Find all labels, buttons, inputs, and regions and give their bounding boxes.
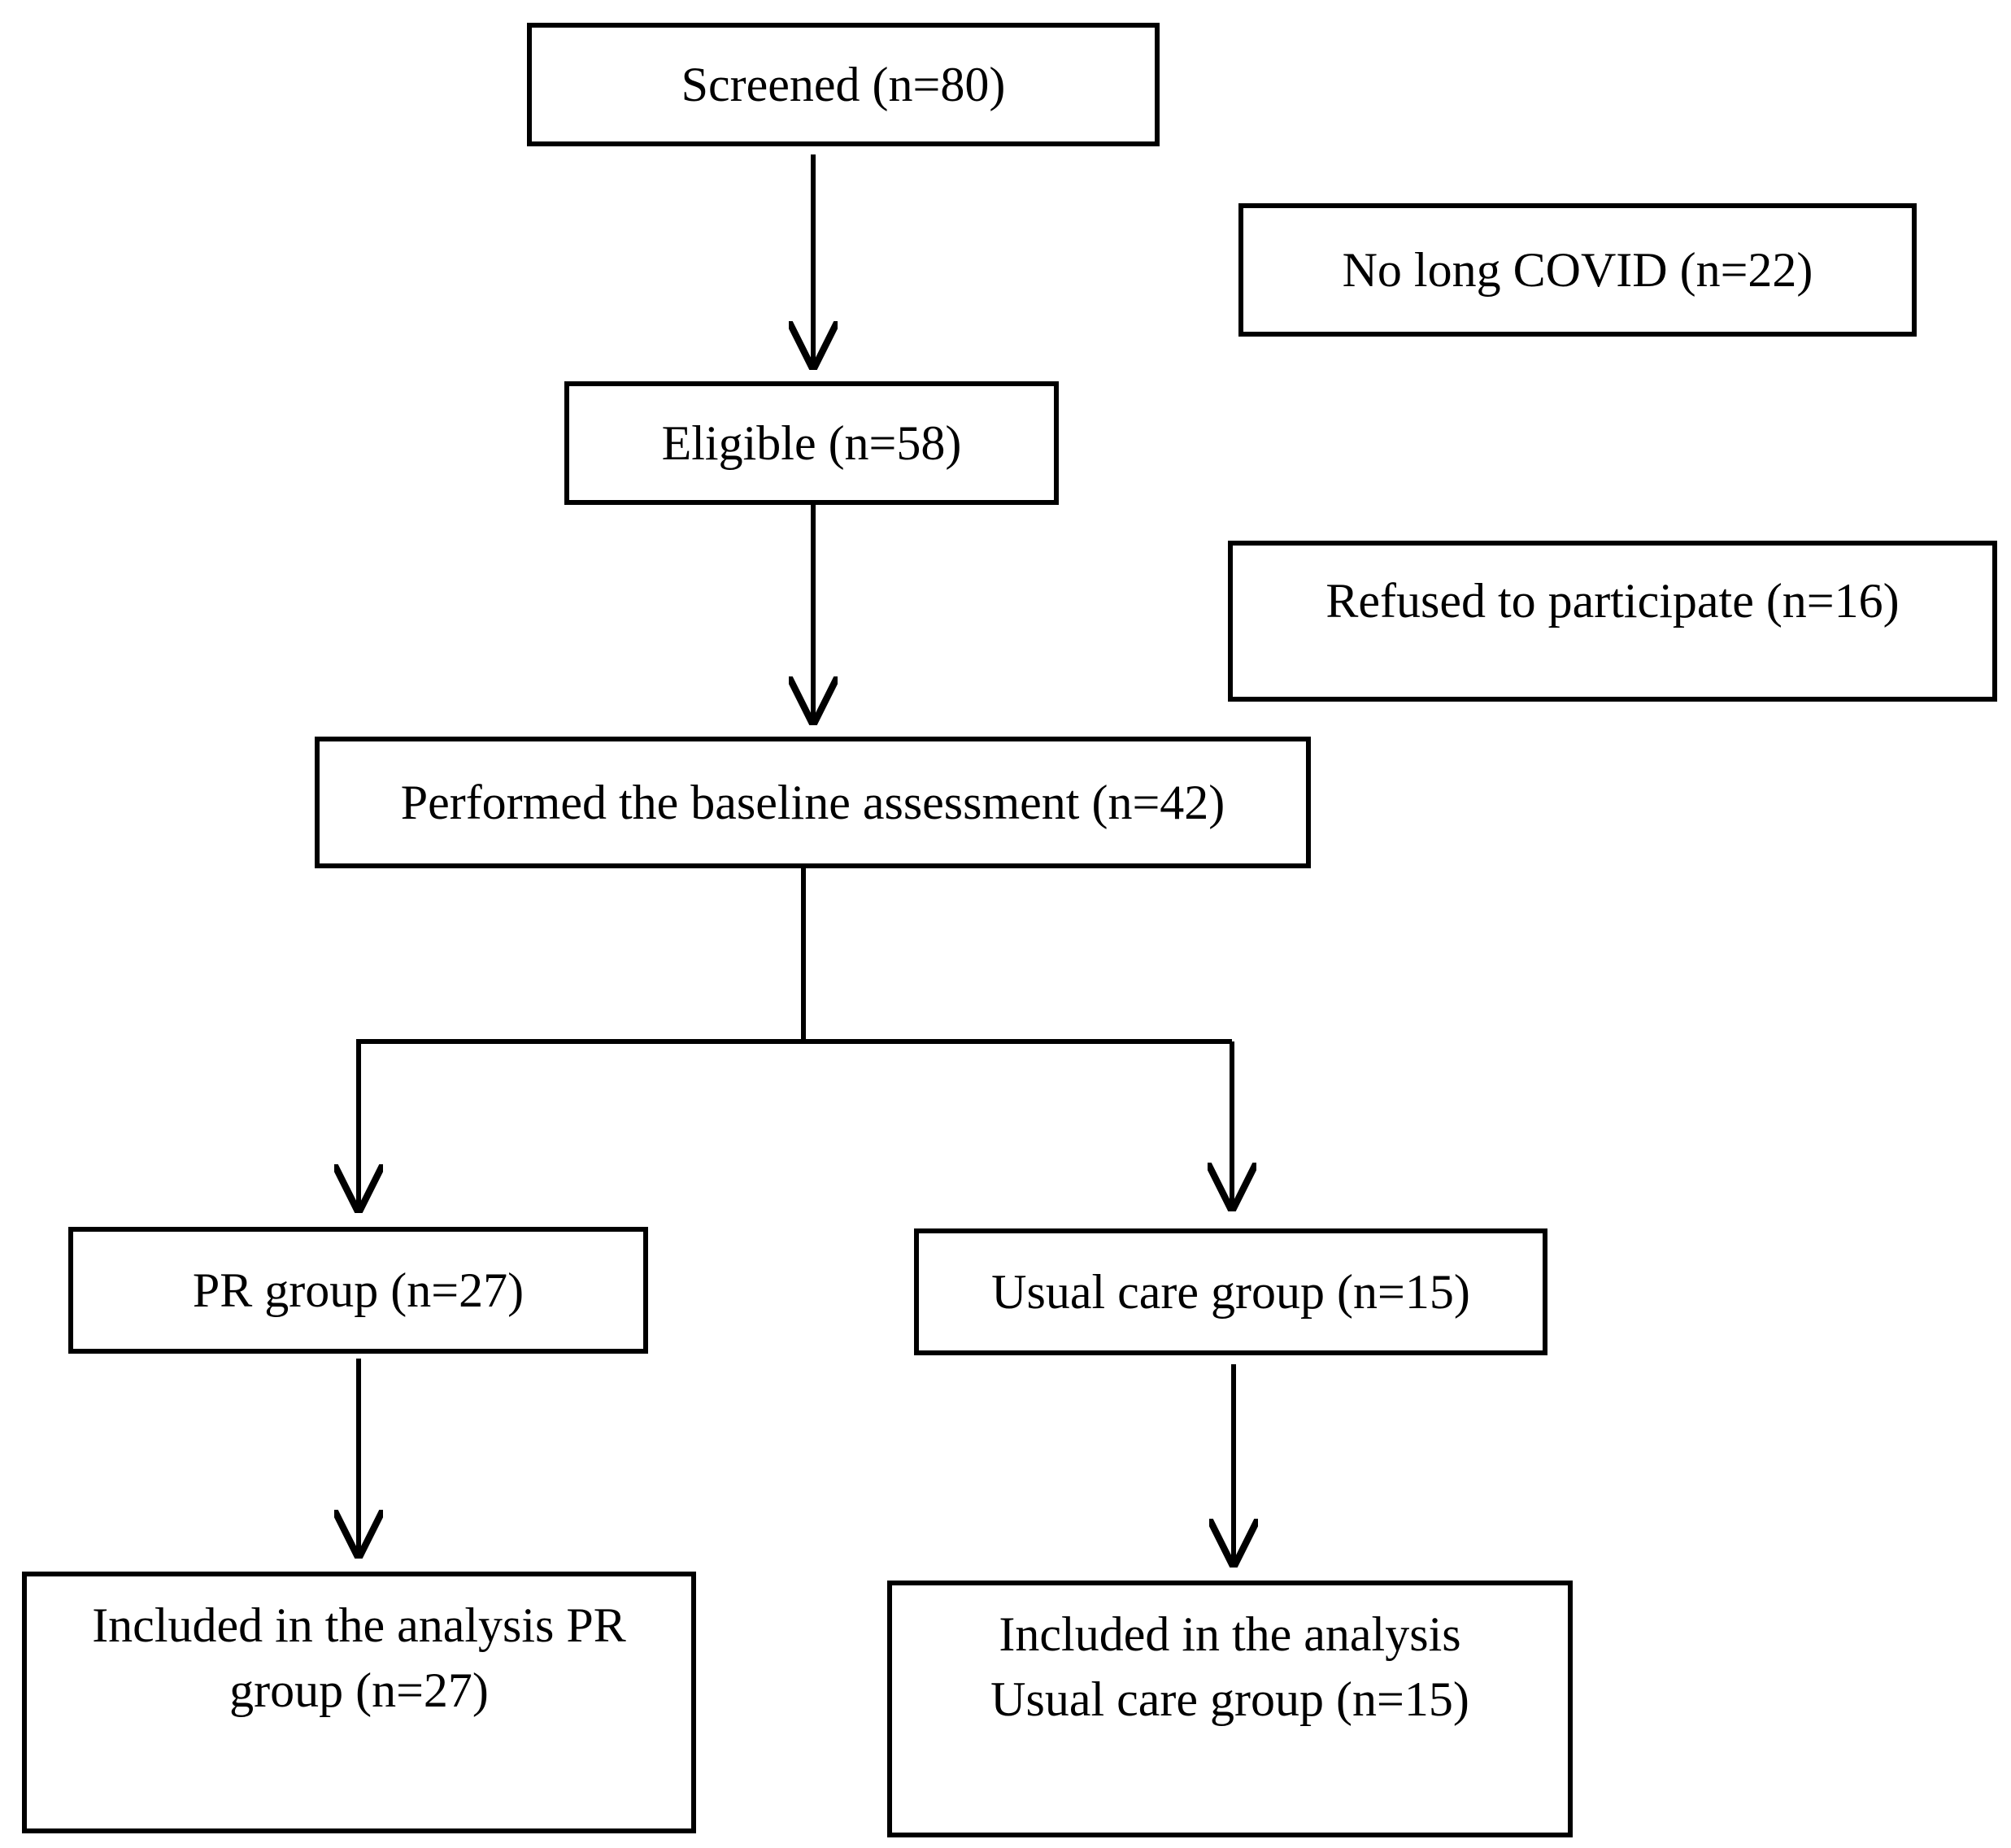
refused-box: Refused to participate (n=16) [1228,541,1997,702]
pr-analysis-label-line-1: Included in the analysis PR [92,1598,626,1652]
no-long-covid-box: No long COVID (n=22) [1238,203,1917,337]
eligible-label: Eligible (n=58) [661,416,962,470]
refused-label: Refused to participate (n=16) [1325,574,1900,628]
baseline-label: Performed the baseline assessment (n=42) [400,776,1225,829]
usual-care-group-label: Usual care group (n=15) [991,1265,1470,1319]
pr-analysis-box: Included in the analysis PR group (n=27) [22,1572,696,1833]
pr-group-label: PR group (n=27) [192,1263,525,1317]
usual-care-analysis-label-line-1: Included in the analysis [999,1607,1461,1661]
screened-box: Screened (n=80) [527,23,1160,146]
usual-care-analysis-label-line-2: Usual care group (n=15) [990,1672,1469,1726]
baseline-box: Performed the baseline assessment (n=42) [315,737,1311,868]
no-long-covid-label: No long COVID (n=22) [1342,243,1813,297]
pr-analysis-label-line-2: group (n=27) [229,1663,489,1717]
usual-care-group-box: Usual care group (n=15) [914,1228,1547,1355]
screened-label: Screened (n=80) [681,58,1006,111]
usual-care-analysis-box: Included in the analysis Usual care grou… [887,1581,1573,1837]
pr-group-box: PR group (n=27) [68,1227,648,1354]
eligible-box: Eligible (n=58) [564,381,1059,505]
